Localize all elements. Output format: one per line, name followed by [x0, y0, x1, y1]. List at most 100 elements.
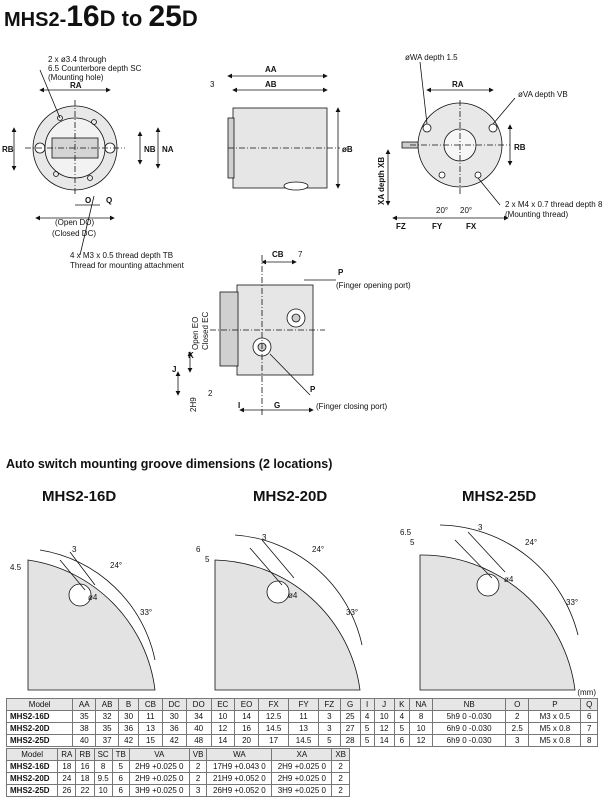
table-cell: 12 [210, 722, 236, 735]
header-va: VA [128, 748, 190, 761]
table-cell: 16 [234, 722, 260, 735]
table-cell: 30 [117, 710, 140, 723]
table-cell: 2H9 +0.025 0 [271, 760, 333, 773]
svg-text:5: 5 [410, 538, 415, 547]
table-cell: 14 [210, 734, 236, 747]
unit-label: (mm) [577, 688, 596, 697]
table-cell: 21H9 +0.052 0 [206, 772, 273, 785]
table-cell: 37 [95, 734, 119, 747]
header-wa: WA [206, 748, 273, 761]
svg-text:2 x M4 x 0.7 thread depth 8: 2 x M4 x 0.7 thread depth 8 [505, 200, 603, 209]
table-cell: 2 [331, 760, 350, 773]
table-cell: 40 [72, 734, 97, 747]
header-q: Q [580, 698, 598, 711]
header-xa: XA [271, 748, 333, 761]
svg-text:33°: 33° [346, 608, 358, 617]
svg-text:5: 5 [205, 555, 210, 564]
model-cell: MHS2-16D [5, 710, 74, 723]
table-cell: 14 [234, 710, 260, 723]
svg-text:24°: 24° [312, 545, 324, 554]
model-cell: MHS2-25D [5, 734, 74, 747]
header-model: Model [5, 698, 74, 711]
header-na: NA [408, 698, 434, 711]
svg-text:33°: 33° [140, 608, 152, 617]
svg-text:RB: RB [2, 145, 14, 154]
header-xb: XB [331, 748, 350, 761]
svg-text:6.5: 6.5 [400, 528, 412, 537]
table-cell: 8 [408, 710, 434, 723]
svg-text:P: P [338, 268, 344, 277]
table-header-row: Model RA RB SC TB VA VB WA XA XB [5, 748, 350, 761]
table-cell: 30 [161, 710, 187, 723]
table-cell: 10 [408, 722, 434, 735]
table-cell: 38 [72, 722, 97, 735]
table-cell: 26 [57, 784, 77, 797]
header-dc: DC [161, 698, 187, 711]
table-cell: 27 [339, 722, 361, 735]
table-cell: 7 [580, 722, 598, 735]
table-cell: 14.5 [258, 722, 290, 735]
svg-text:3: 3 [210, 80, 215, 89]
table-cell: 2H9 +0.025 0 [128, 772, 190, 785]
header-g: G [339, 698, 361, 711]
table-cell: 42 [161, 734, 187, 747]
svg-text:G: G [274, 401, 280, 410]
svg-text:AA: AA [265, 65, 277, 74]
header-fy: FY [288, 698, 320, 711]
table-cell: 35 [95, 722, 119, 735]
header-ra: RA [57, 748, 77, 761]
svg-text:3: 3 [478, 523, 483, 532]
table-cell: 48 [185, 734, 212, 747]
table-cell: 5h9 0 -0.030 [432, 710, 506, 723]
svg-text:2 x ø3.4 through: 2 x ø3.4 through [48, 55, 106, 64]
table-cell: 3 [504, 734, 530, 747]
table-cell: 20 [234, 734, 260, 747]
table-cell: 26H9 +0.052 0 [206, 784, 273, 797]
svg-text:3: 3 [262, 533, 267, 542]
svg-text:RA: RA [452, 80, 464, 89]
table-cell: 8 [93, 760, 113, 773]
header-vb: VB [188, 748, 208, 761]
table-cell: 6 [393, 734, 410, 747]
table-cell: 22 [75, 784, 95, 797]
table-cell: 13 [138, 722, 163, 735]
rear-view [385, 61, 516, 221]
front-view-labels: 2 x ø3.4 through 6.5 Counterbore depth S… [2, 55, 185, 270]
table-cell: 36 [117, 722, 140, 735]
header-model: Model [5, 748, 59, 761]
table-cell: 32 [95, 710, 119, 723]
dimension-table-1: Model AA AB B CB DC DO EC EO FX FY FZ G … [5, 698, 598, 747]
table-cell: 25 [339, 710, 361, 723]
svg-text:øB: øB [342, 145, 353, 154]
svg-text:ø4: ø4 [288, 591, 298, 600]
table-cell: 11 [138, 710, 163, 723]
table-cell: M5 x 0.8 [528, 722, 582, 735]
section-title: Auto switch mounting groove dimensions (… [6, 457, 333, 471]
groove-model-25d: MHS2-25D [462, 488, 537, 505]
header-k: K [393, 698, 410, 711]
table-cell: 9.5 [93, 772, 113, 785]
table-cell: M3 x 0.5 [528, 710, 582, 723]
svg-text:Closed EC: Closed EC [201, 312, 210, 350]
table-cell: 28 [339, 734, 361, 747]
groove-dim-labels: 4.5 3 24° ø4 33° 6 5 3 24° ø4 33° 6.5 5 … [10, 523, 578, 617]
table-cell: 40 [185, 722, 212, 735]
svg-text:ø4: ø4 [504, 575, 514, 584]
table-cell: 3 [318, 710, 341, 723]
header-ec: EC [210, 698, 236, 711]
header-rb: RB [75, 748, 95, 761]
table-cell: 34 [185, 710, 212, 723]
svg-text:3: 3 [72, 545, 77, 554]
header-cb: CB [138, 698, 163, 711]
table-cell: 3H9 +0.025 0 [128, 784, 190, 797]
table-cell: 6 [111, 772, 130, 785]
header-fx: FX [258, 698, 290, 711]
table-cell: 6 [580, 710, 598, 723]
header-do: DO [185, 698, 212, 711]
table-cell: 2 [331, 784, 350, 797]
front-view [11, 69, 161, 256]
svg-text:(Finger opening port): (Finger opening port) [336, 281, 411, 290]
header-aa: AA [72, 698, 97, 711]
